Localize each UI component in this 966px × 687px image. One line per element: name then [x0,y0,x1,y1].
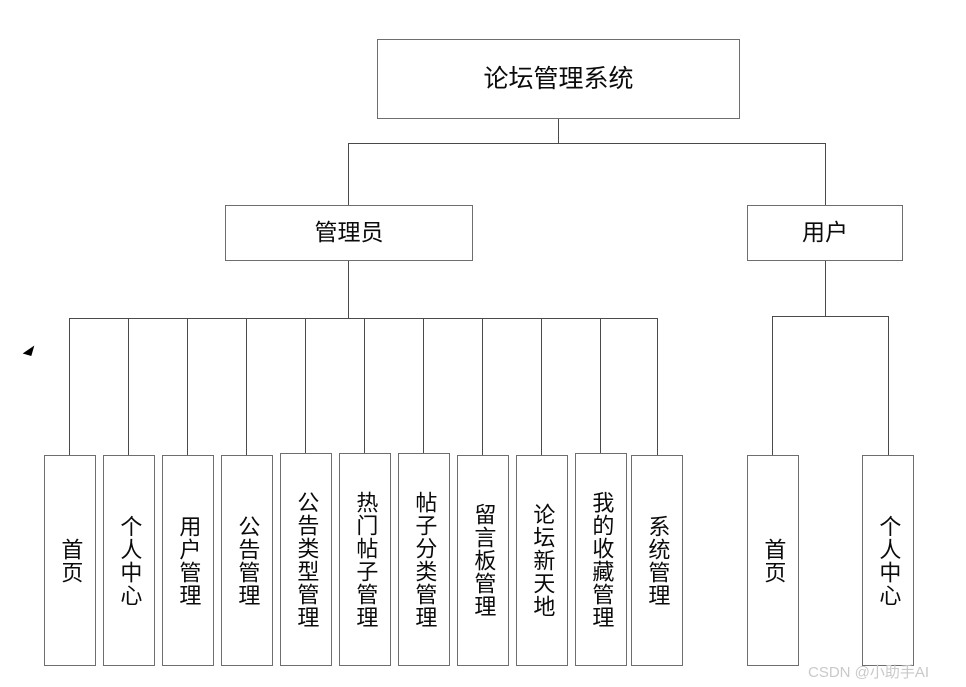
connector-drop-admin [348,143,349,205]
connector-admin-drop-8 [482,318,483,455]
node-admin-child-2[interactable]: 个人中心 [103,455,155,666]
connector-drop-user [825,143,826,205]
connector-admin-bus [69,318,658,319]
node-user-child-2[interactable]: 个人中心 [862,455,914,666]
connector-root-stem [558,119,559,143]
node-admin-child-6[interactable]: 热门帖子管理 [339,453,391,666]
node-root[interactable]: 论坛管理系统 [377,39,740,119]
node-user-child-1[interactable]: 首页 [747,455,799,666]
connector-admin-drop-10 [600,318,601,453]
connector-user-stem [825,261,826,316]
connector-admin-drop-5 [305,318,306,453]
node-admin-child-7[interactable]: 帖子分类管理 [398,453,450,666]
watermark-text: CSDN @小助手AI [808,664,930,681]
connector-admin-drop-4 [246,318,247,455]
node-admin-child-4[interactable]: 公告管理 [221,455,273,666]
connector-admin-drop-11 [657,318,658,455]
connector-admin-drop-1 [69,318,70,455]
connector-admin-drop-7 [423,318,424,453]
node-admin-child-5[interactable]: 公告类型管理 [280,453,332,666]
connector-user-drop-1 [772,316,773,455]
connector-user-drop-2 [888,316,889,455]
node-admin-child-11[interactable]: 系统管理 [631,455,683,666]
connector-top-bus [348,143,826,144]
node-admin-child-9[interactable]: 论坛新天地 [516,455,568,666]
node-admin-child-1[interactable]: 首页 [44,455,96,666]
connector-admin-stem [348,261,349,318]
node-admin-child-8[interactable]: 留言板管理 [457,455,509,666]
connector-admin-drop-9 [541,318,542,455]
connector-user-bus [772,316,889,317]
connector-admin-drop-3 [187,318,188,455]
connector-admin-drop-6 [364,318,365,453]
node-admin-child-10[interactable]: 我的收藏管理 [575,453,627,666]
connector-admin-drop-2 [128,318,129,455]
node-admin-child-3[interactable]: 用户管理 [162,455,214,666]
node-admin[interactable]: 管理员 [225,205,473,261]
cursor-arrow-icon [22,342,35,357]
node-user[interactable]: 用户 [747,205,903,261]
